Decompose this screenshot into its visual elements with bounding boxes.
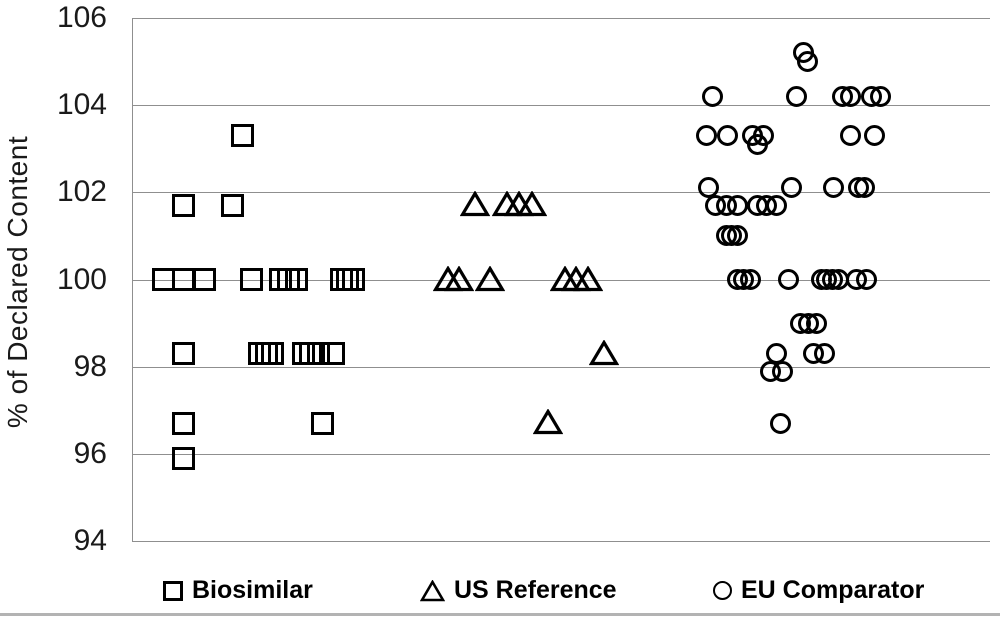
data-point-biosimilar: [220, 193, 244, 217]
data-point-biosimilar: [341, 268, 365, 291]
data-point-biosimilar: [306, 342, 330, 366]
data-point-biosimilar: [171, 342, 195, 366]
data-point-eu-comparator: [780, 177, 802, 199]
gridline-106: [133, 18, 990, 19]
data-point-eu-comparator: [863, 125, 885, 147]
legend-label-biosimilar: Biosimilar: [192, 576, 313, 604]
data-point-eu-comparator: [746, 133, 768, 155]
data-point-eu-comparator: [839, 85, 861, 107]
data-point-eu-comparator: [839, 125, 861, 147]
data-point-us-reference: [533, 409, 563, 435]
data-point-eu-comparator: [726, 194, 748, 216]
square-marker-icon: [163, 580, 183, 601]
data-point-biosimilar: [171, 193, 195, 217]
data-point-biosimilar: [192, 268, 216, 291]
data-point-biosimilar: [239, 268, 263, 291]
data-point-us-reference: [475, 265, 505, 291]
data-point-eu-comparator: [853, 177, 875, 199]
y-tick-label-96: 96: [73, 436, 107, 470]
legend-label-eu-comparator: EU Comparator: [741, 576, 925, 604]
data-point-biosimilar: [284, 268, 308, 291]
data-point-eu-comparator: [716, 125, 738, 147]
data-point-eu-comparator: [869, 85, 891, 107]
gridline-94: [133, 541, 990, 542]
data-point-eu-comparator: [822, 177, 844, 199]
circle-marker-icon: [713, 581, 732, 600]
gridline-100: [133, 279, 990, 281]
data-point-eu-comparator: [701, 85, 723, 107]
gridline-98: [133, 366, 990, 368]
data-point-eu-comparator: [695, 125, 717, 147]
gridline-102: [133, 192, 990, 194]
data-point-biosimilar: [171, 446, 195, 470]
data-point-us-reference: [573, 265, 603, 291]
data-point-eu-comparator: [785, 85, 807, 107]
legend-item-biosimilar: Biosimilar: [163, 576, 313, 605]
data-point-us-reference: [460, 191, 490, 217]
triangle-marker-icon: [420, 579, 445, 601]
data-point-biosimilar: [321, 342, 345, 366]
legend: Biosimilar US Reference EU Comparator: [0, 576, 1000, 612]
data-point-biosimilar: [171, 268, 195, 291]
gridline-104: [133, 105, 990, 107]
data-point-us-reference: [444, 265, 474, 291]
data-point-biosimilar: [310, 411, 334, 435]
data-point-eu-comparator: [813, 343, 835, 365]
y-tick-label-98: 98: [73, 349, 107, 383]
data-point-eu-comparator: [796, 51, 818, 73]
data-point-biosimilar: [260, 342, 284, 366]
data-point-eu-comparator: [771, 360, 793, 382]
legend-item-us-reference: US Reference: [420, 576, 617, 605]
data-point-eu-comparator: [769, 412, 791, 434]
data-point-us-reference: [517, 191, 547, 217]
legend-label-us-reference: US Reference: [454, 576, 617, 604]
data-point-biosimilar: [171, 411, 195, 435]
y-tick-label-102: 102: [56, 175, 107, 209]
data-point-eu-comparator: [855, 269, 877, 290]
y-tick-label-106: 106: [56, 1, 107, 34]
y-tick-label-94: 94: [73, 524, 107, 557]
bottom-border: [0, 613, 1000, 616]
y-axis-line: [132, 18, 133, 542]
data-point-eu-comparator: [765, 194, 787, 216]
data-point-eu-comparator: [739, 269, 761, 290]
data-point-eu-comparator: [805, 312, 827, 334]
data-point-eu-comparator: [777, 269, 799, 290]
legend-item-eu-comparator: EU Comparator: [713, 576, 924, 605]
data-point-us-reference: [589, 339, 619, 365]
gridline-96: [133, 453, 990, 455]
y-tick-label-100: 100: [56, 262, 107, 296]
y-tick-label-104: 104: [56, 88, 107, 122]
data-point-biosimilar: [230, 124, 254, 148]
data-point-eu-comparator: [726, 225, 748, 247]
